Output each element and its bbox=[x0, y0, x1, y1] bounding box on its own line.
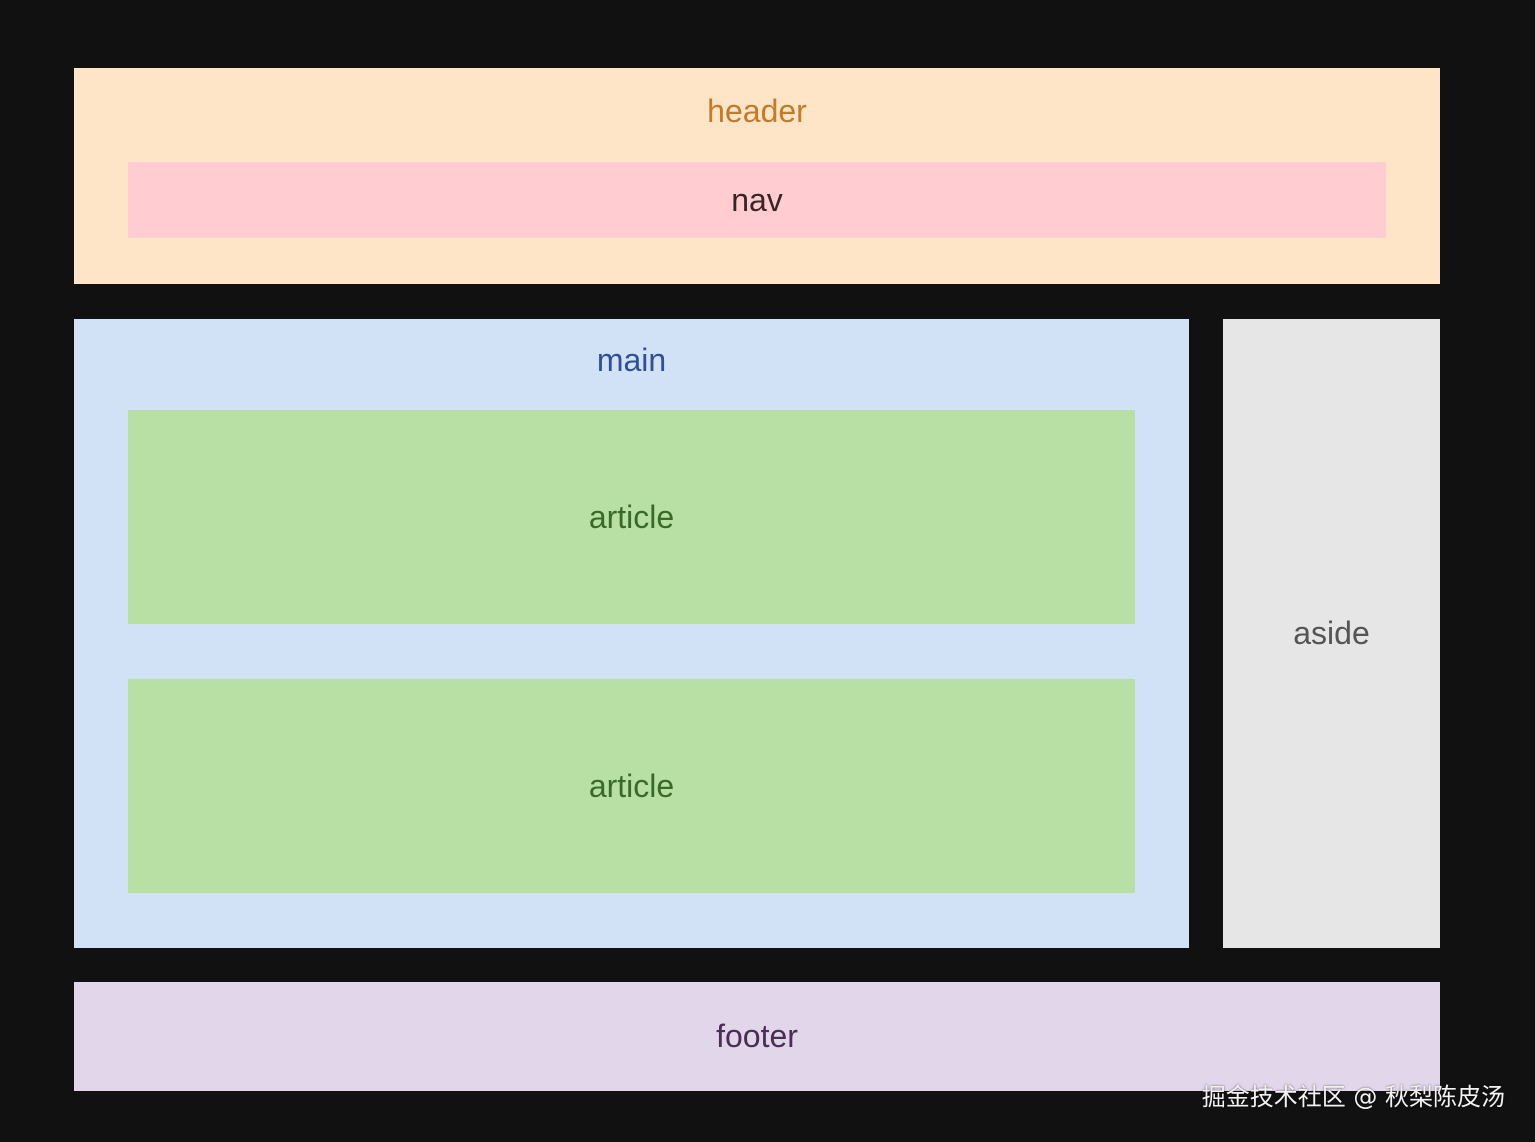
article-block: article bbox=[128, 679, 1135, 893]
footer-block: footer bbox=[74, 982, 1440, 1091]
watermark-text: 掘金技术社区 @ 秋梨陈皮汤 bbox=[1201, 1083, 1505, 1111]
header-block: header nav bbox=[74, 68, 1440, 284]
article-label: article bbox=[588, 768, 675, 804]
article-label: article bbox=[588, 499, 675, 535]
main-block: main article article bbox=[74, 319, 1189, 948]
aside-label: aside bbox=[1293, 615, 1370, 651]
nav-label: nav bbox=[731, 182, 783, 218]
header-label: header bbox=[707, 93, 807, 129]
aside-block: aside bbox=[1223, 319, 1440, 948]
main-label: main bbox=[596, 342, 667, 378]
article-block: article bbox=[128, 410, 1135, 624]
nav-block: nav bbox=[128, 162, 1386, 238]
footer-label: footer bbox=[716, 1018, 798, 1054]
